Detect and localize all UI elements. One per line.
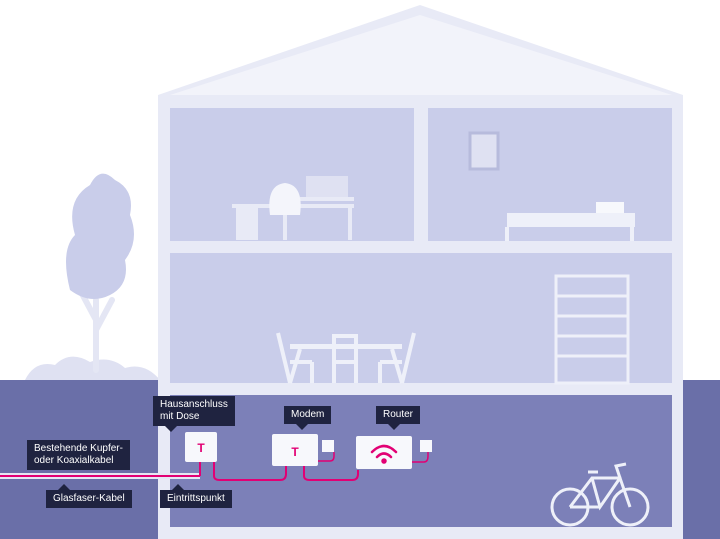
label-modem: Modem (284, 406, 332, 430)
cables (0, 452, 429, 481)
label-glasfaser: Glasfaser-Kabel (46, 484, 132, 508)
bush (25, 356, 160, 380)
label-kupfer: Bestehende Kupfer- oder Koaxialkabel (27, 440, 130, 470)
roof (170, 15, 672, 95)
picture-frame (468, 131, 500, 171)
dining-table (276, 332, 416, 384)
power-plug (420, 440, 432, 452)
label-hausanschluss: Hausanschluss mit Dose (153, 396, 235, 432)
modem-device (272, 434, 318, 466)
telekom-t-icon: T (197, 441, 205, 455)
wifi-icon (370, 444, 398, 464)
tree (66, 173, 134, 373)
label-eintritt: Eintrittspunkt (160, 484, 232, 508)
room-middle (170, 253, 672, 383)
telekom-t-icon: T (291, 445, 299, 459)
desk (232, 176, 354, 240)
ground-right (683, 380, 720, 539)
label-router: Router (376, 406, 421, 430)
power-plug (322, 440, 334, 452)
dose-device (185, 432, 217, 462)
shelf (554, 274, 630, 385)
bicycle (550, 462, 650, 527)
bed (505, 202, 635, 241)
room-upper-left (170, 108, 414, 241)
